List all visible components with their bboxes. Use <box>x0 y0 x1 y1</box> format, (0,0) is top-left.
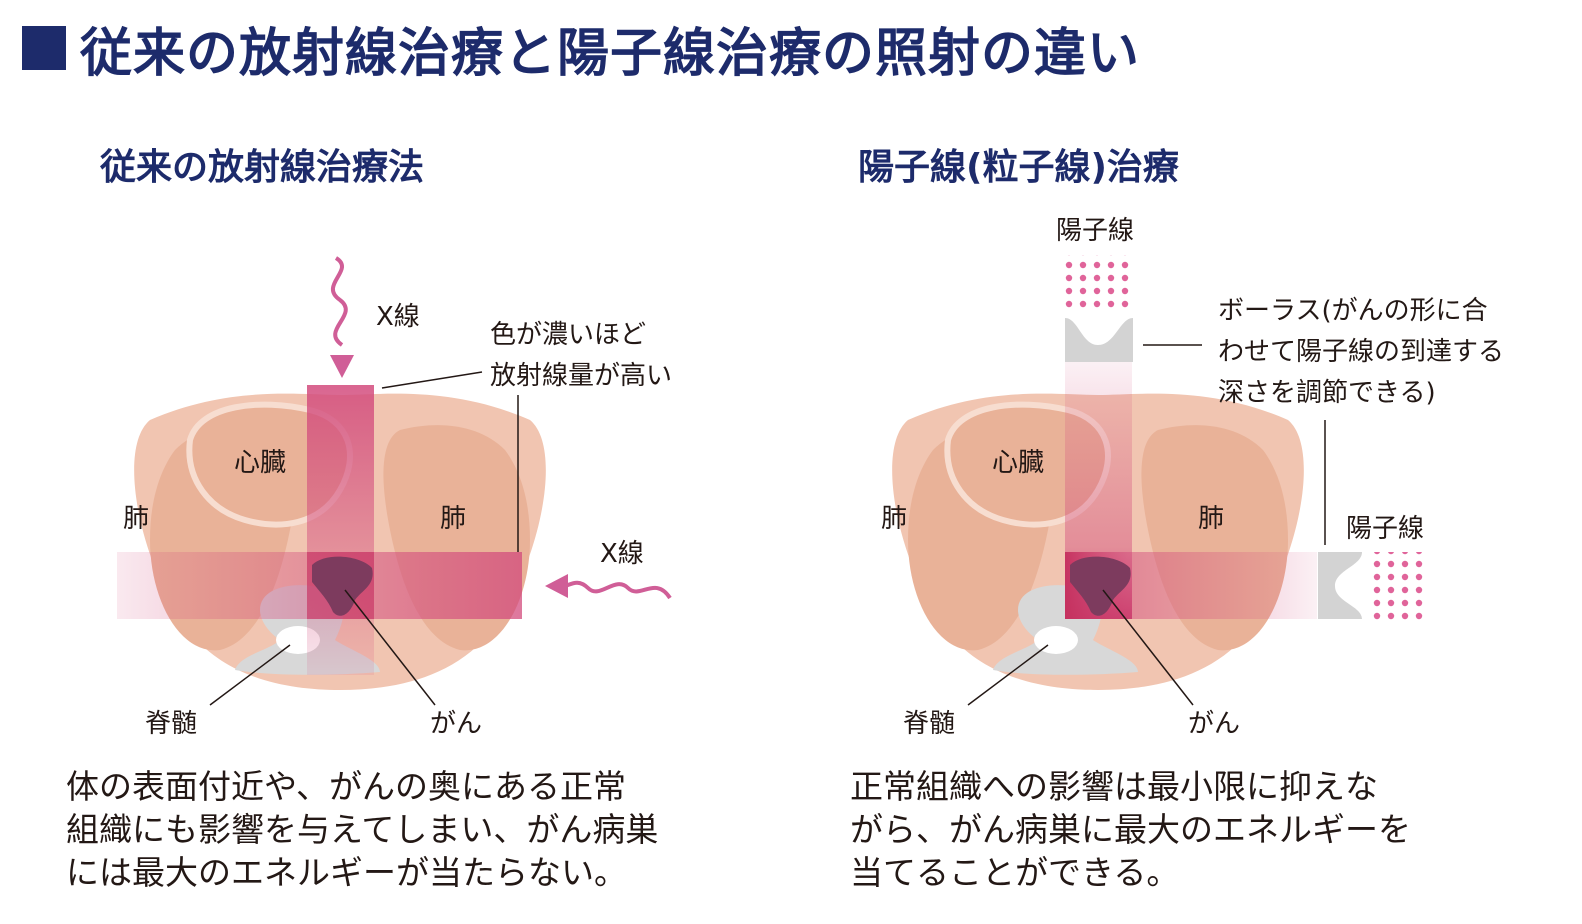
main-title-text: 従来の放射線治療と陽子線治療の照射の違い <box>80 23 1141 84</box>
right-bolus-top <box>1065 318 1133 362</box>
left-note-leader <box>381 371 483 389</box>
right-cancer-leader <box>1102 589 1194 706</box>
left-tumor <box>312 556 373 616</box>
left-xray-top-wave <box>331 256 348 347</box>
right-spine-leader <box>967 644 1049 706</box>
right-bolus-line3: 深さを調節できる) <box>1218 378 1436 408</box>
right-cancer-label: がん <box>1188 709 1241 739</box>
right-lung-left-label: 肺 <box>881 504 908 534</box>
main-title: 従来の放射線治療と陽子線治療の照射の違い <box>22 8 1140 88</box>
right-tumor <box>1070 556 1131 616</box>
left-cancer-label: がん <box>430 709 483 739</box>
right-panel-title: 陽子線(粒子線)治療 <box>858 147 1179 188</box>
left-xray-top-arrowhead <box>330 355 354 378</box>
left-cancer-leader <box>344 589 436 706</box>
left-lung-right-label: 肺 <box>440 504 467 534</box>
right-proton-dots-top <box>1065 255 1135 313</box>
right-lung-right-label: 肺 <box>1198 504 1225 534</box>
right-proton-dots-side <box>1367 552 1427 622</box>
left-xray-top-label: X線 <box>376 302 420 332</box>
title-square-icon <box>22 26 66 70</box>
right-bolus-side <box>1318 552 1362 619</box>
right-bolus-line1: ボーラス(がんの形に合 <box>1218 296 1488 326</box>
right-heart-label: 心臓 <box>992 448 1045 478</box>
right-proton-top-label: 陽子線 <box>1056 216 1135 246</box>
left-vertical-beam <box>307 385 374 675</box>
left-panel-title: 従来の放射線治療法 <box>100 147 425 188</box>
left-spine-leader <box>209 644 291 706</box>
right-description: 正常組織への影響は最小限に抑えな がら、がん病巣に最大のエネルギーを 当てること… <box>850 767 1411 892</box>
right-proton-side-label: 陽子線 <box>1346 514 1425 544</box>
left-heart-label: 心臓 <box>234 448 287 478</box>
left-xray-side-label: X線 <box>600 539 644 569</box>
left-xray-side-wave <box>564 580 672 600</box>
left-note-line1: 色が濃いほど <box>490 320 647 350</box>
right-bolus-line2: わせて陽子線の到達する <box>1218 337 1505 367</box>
left-spine-label: 脊髄 <box>145 709 198 739</box>
left-xray-side-arrowhead <box>545 574 568 598</box>
left-lung-left-label: 肺 <box>123 504 150 534</box>
right-spine-label: 脊髄 <box>903 709 956 739</box>
left-note-line2: 放射線量が高い <box>490 361 673 391</box>
left-description: 体の表面付近や、がんの奥にある正常 組織にも影響を与えてしまい、がん病巣 には最… <box>66 767 659 892</box>
